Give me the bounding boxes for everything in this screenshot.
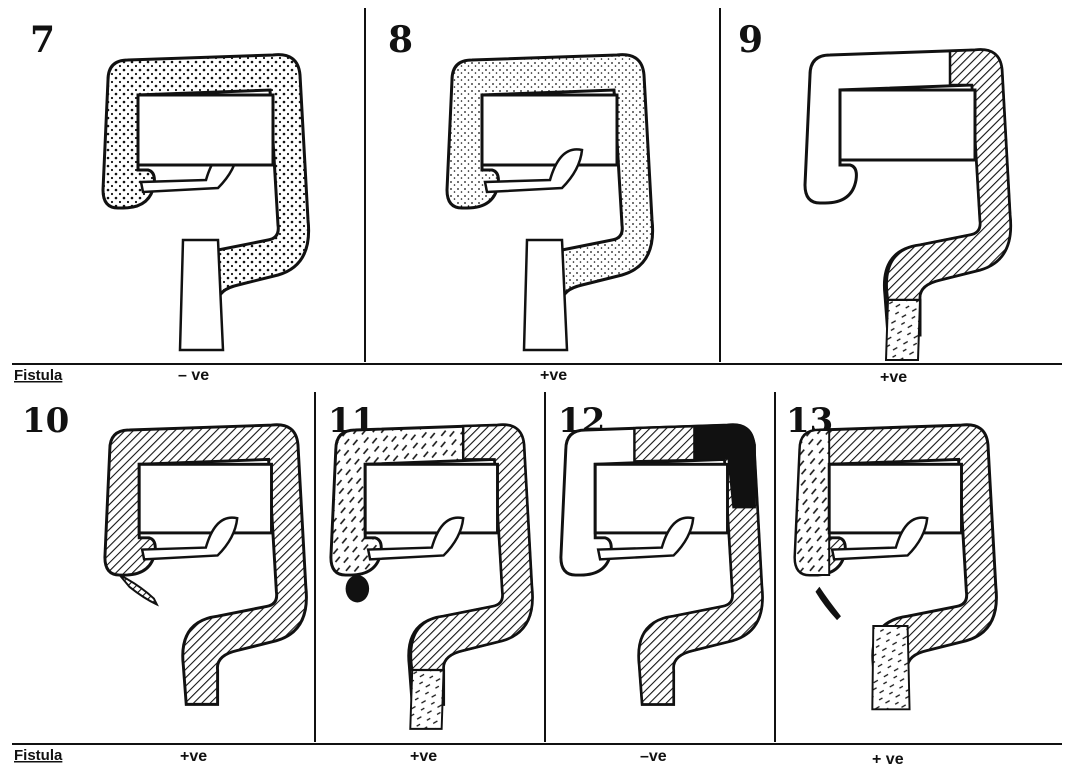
panel-number: 8 <box>388 19 413 61</box>
panel-number: 10 <box>22 401 69 441</box>
fistula-row-label: Fistula <box>14 367 63 384</box>
colon-drawing <box>103 55 309 350</box>
fistula-result: – ve <box>178 367 209 384</box>
colon-drawing <box>331 425 533 729</box>
bottom-row: 10 +ve 11 +ve 12 <box>12 392 1062 768</box>
fistula-result: +ve <box>880 369 907 386</box>
panel-8: 8 +ve <box>388 19 653 384</box>
colon-drawing <box>795 425 997 710</box>
colon-drawing <box>105 425 307 705</box>
panel-9: 9 +ve <box>738 19 1011 386</box>
panel-number: 7 <box>30 19 55 61</box>
colon-drawing <box>561 424 763 704</box>
fistula-row-label: Fistula <box>14 747 63 764</box>
fistula-result: + ve <box>872 751 904 768</box>
top-row: 7 – ve 8 +ve 9 <box>12 8 1062 386</box>
panel-7: 7 – ve <box>30 19 309 384</box>
panel-11: 11 +ve <box>328 401 532 765</box>
panel-12: 12 –ve <box>558 401 762 765</box>
fistula-result: –ve <box>640 748 667 765</box>
fistula-result: +ve <box>180 748 207 765</box>
panel-13: 13 + ve <box>786 401 996 768</box>
panel-10: 10 +ve <box>22 401 306 765</box>
colon-drawing <box>805 50 1011 360</box>
fistula-result: +ve <box>410 748 437 765</box>
panel-number: 9 <box>738 19 763 61</box>
colon-drawing <box>447 55 653 350</box>
fistula-result: +ve <box>540 367 567 384</box>
